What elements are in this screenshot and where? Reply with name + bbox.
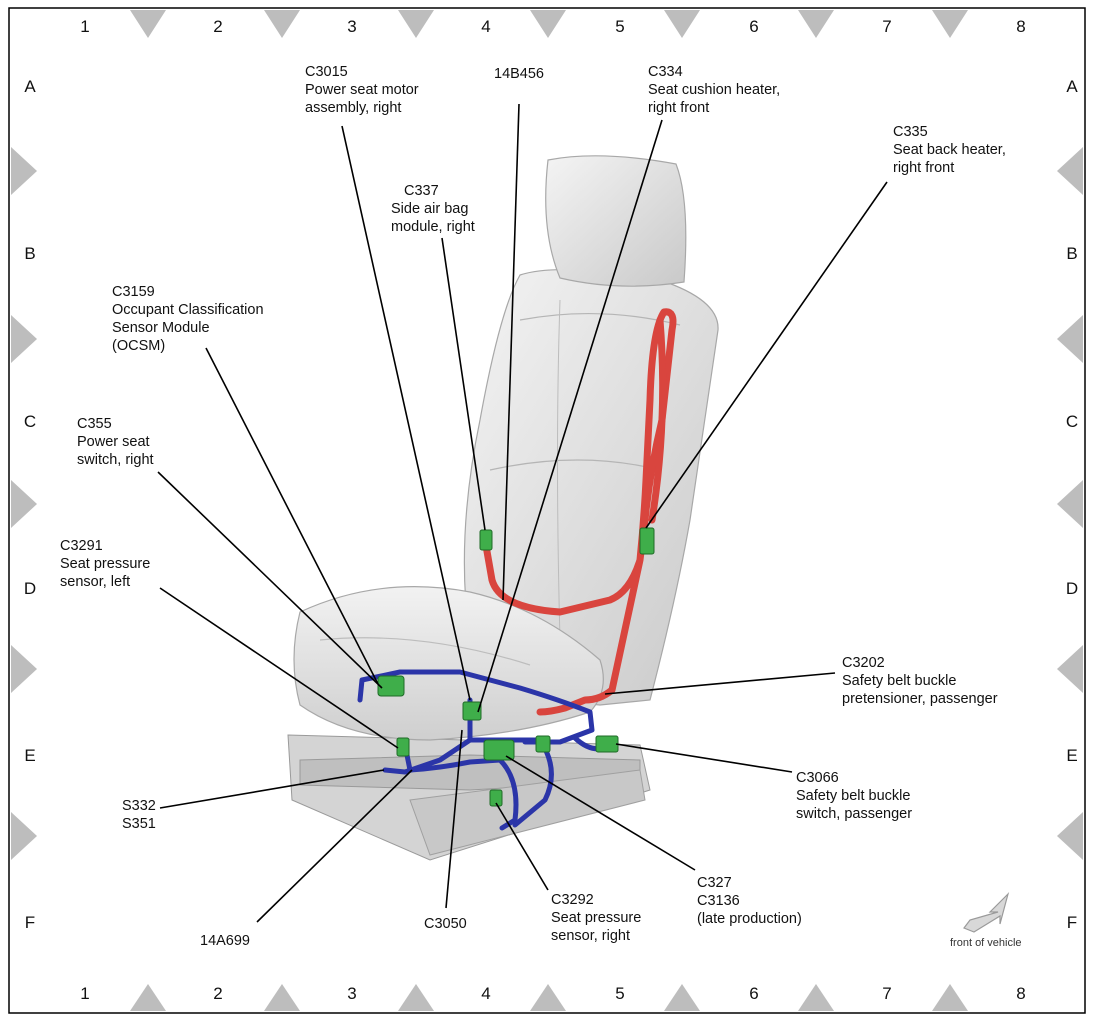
label-c3292-line1: Seat pressure xyxy=(551,910,641,926)
col-label: 2 xyxy=(213,17,222,36)
front-of-vehicle-indicator: front of vehicle xyxy=(950,891,1022,949)
col-label: 3 xyxy=(347,984,356,1003)
row-label: F xyxy=(1067,913,1077,932)
connector-c3159 xyxy=(377,675,405,697)
seat-illustration xyxy=(287,155,719,861)
grid-markers-bottom xyxy=(130,984,968,1011)
label-c3159-line2: Sensor Module xyxy=(112,320,210,336)
row-label: E xyxy=(1066,746,1077,765)
connector-c3015 xyxy=(462,701,482,721)
col-label: 8 xyxy=(1016,984,1025,1003)
label-c3292-code: C3292 xyxy=(551,892,594,908)
red-heater-harness xyxy=(481,308,677,716)
label-c3291-code: C3291 xyxy=(60,538,103,554)
label-c335-code: C335 xyxy=(893,124,928,140)
label-c355-line2: switch, right xyxy=(77,452,154,468)
row-label: C xyxy=(24,412,36,431)
label-c3015-line2: assembly, right xyxy=(305,100,401,116)
label-c337-line1: Side air bag xyxy=(391,201,468,217)
label-c3066-line1: Safety belt buckle xyxy=(796,788,910,804)
row-label: A xyxy=(1066,77,1078,96)
col-label: 6 xyxy=(749,17,758,36)
label-c3202-line1: Safety belt buckle xyxy=(842,673,956,689)
row-label: E xyxy=(24,746,35,765)
label-14b456: 14B456 xyxy=(494,66,544,82)
grid-markers-right xyxy=(1057,147,1083,860)
label-late-production: (late production) xyxy=(697,911,802,927)
label-c355-code: C355 xyxy=(77,416,112,432)
label-c3292-line2: sensor, right xyxy=(551,928,630,944)
label-c3159-line3: (OCSM) xyxy=(112,338,165,354)
row-label: D xyxy=(24,579,36,598)
label-c3159-code: C3159 xyxy=(112,284,155,300)
connector-c3066 xyxy=(595,735,619,753)
col-label: 5 xyxy=(615,17,624,36)
connector-c327 xyxy=(483,739,515,761)
row-labels-left: A B C D E F xyxy=(24,77,36,932)
col-label: 7 xyxy=(882,17,891,36)
col-label: 7 xyxy=(882,984,891,1003)
row-label: B xyxy=(24,244,35,263)
label-14a699: 14A699 xyxy=(200,933,250,949)
label-c3159-line1: Occupant Classification xyxy=(112,302,264,318)
label-c334-line2: right front xyxy=(648,100,709,116)
col-label: 2 xyxy=(213,984,222,1003)
seat-headrest xyxy=(545,155,687,287)
label-c3066-code: C3066 xyxy=(796,770,839,786)
label-c337-line2: module, right xyxy=(391,219,475,235)
connector-c334 xyxy=(535,735,551,753)
row-labels-right: A B C D E F xyxy=(1066,77,1078,932)
connector-c335 xyxy=(639,527,655,555)
column-labels-top: 1 2 3 4 5 6 7 8 xyxy=(80,17,1025,36)
col-label: 1 xyxy=(80,17,89,36)
col-label: 3 xyxy=(347,17,356,36)
blue-seat-harness xyxy=(357,669,595,745)
label-c3291-line2: sensor, left xyxy=(60,574,130,590)
label-c3136: C3136 xyxy=(697,893,740,909)
label-c334-line1: Seat cushion heater, xyxy=(648,82,780,98)
label-c3050: C3050 xyxy=(424,916,467,932)
row-label: F xyxy=(25,913,35,932)
connector-c3291 xyxy=(396,737,410,757)
row-label: A xyxy=(24,77,36,96)
row-label: B xyxy=(1066,244,1077,263)
connector-c337 xyxy=(479,529,493,551)
label-c3202-code: C3202 xyxy=(842,655,885,671)
label-s351: S351 xyxy=(122,816,156,832)
col-label: 4 xyxy=(481,17,490,36)
row-label: D xyxy=(1066,579,1078,598)
column-labels-bottom: 1 2 3 4 5 6 7 8 xyxy=(80,984,1025,1003)
label-c337-code: C337 xyxy=(404,183,439,199)
grid-markers-top xyxy=(130,10,968,38)
grid-markers-left xyxy=(11,147,37,860)
leader-lines xyxy=(157,103,888,923)
label-c3066-line2: switch, passenger xyxy=(796,806,912,822)
label-c334-code: C334 xyxy=(648,64,683,80)
label-c3291-line1: Seat pressure xyxy=(60,556,150,572)
row-label: C xyxy=(1066,412,1078,431)
label-c3015-code: C3015 xyxy=(305,64,348,80)
label-c335-line1: Seat back heater, xyxy=(893,142,1006,158)
front-of-vehicle-label: front of vehicle xyxy=(950,937,1022,949)
arrow-icon xyxy=(963,891,1010,933)
callout-labels: C3015 Power seat motor assembly, right 1… xyxy=(60,64,1006,949)
col-label: 8 xyxy=(1016,17,1025,36)
col-label: 5 xyxy=(615,984,624,1003)
label-c3015-line1: Power seat motor xyxy=(305,82,419,98)
col-label: 6 xyxy=(749,984,758,1003)
connector-c3292 xyxy=(489,789,503,807)
label-c3202-line2: pretensioner, passenger xyxy=(842,691,998,707)
label-c327: C327 xyxy=(697,875,732,891)
label-s332: S332 xyxy=(122,798,156,814)
label-c335-line2: right front xyxy=(893,160,954,176)
label-c355-line1: Power seat xyxy=(77,434,150,450)
col-label: 1 xyxy=(80,984,89,1003)
col-label: 4 xyxy=(481,984,490,1003)
